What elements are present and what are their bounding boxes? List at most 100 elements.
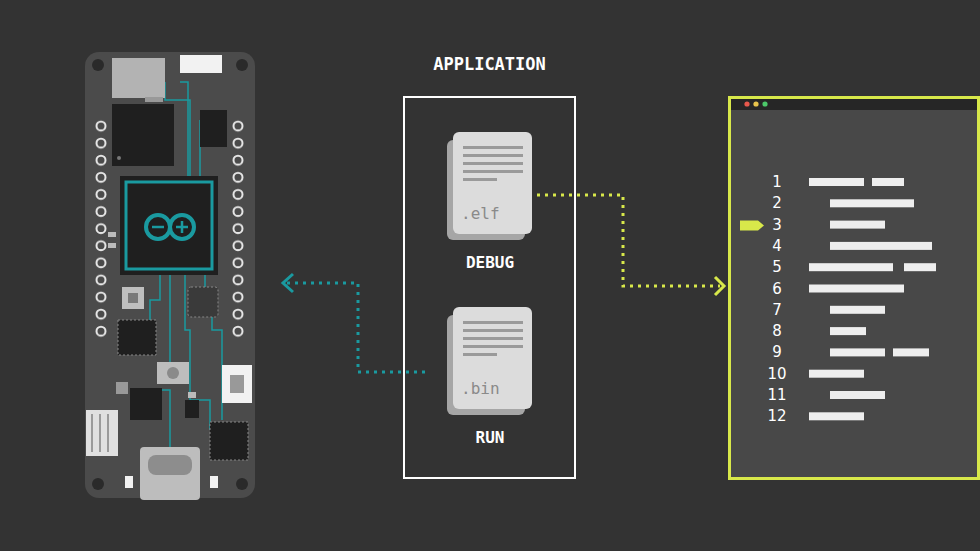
- code-bar: [830, 242, 932, 250]
- file-icon: .binRUN: [447, 307, 533, 447]
- board-circle: [236, 478, 248, 490]
- board-circle: [167, 367, 179, 379]
- text-line: [463, 345, 523, 348]
- line-number: 9: [762, 343, 792, 361]
- text-line: [463, 321, 523, 324]
- code-bar: [830, 391, 885, 399]
- board-rect: [210, 422, 248, 460]
- code-bar: [830, 348, 885, 356]
- line-number: 8: [762, 322, 792, 340]
- board-rect: [230, 118, 246, 340]
- board-path: [283, 274, 293, 292]
- file-label: RUN: [447, 428, 533, 447]
- connector: [537, 195, 724, 295]
- board-rect: [108, 232, 116, 237]
- board-circle: [92, 478, 104, 490]
- code-bar: [893, 348, 929, 356]
- line-number: 7: [762, 301, 792, 319]
- line-number: 5: [762, 258, 792, 276]
- group-heading: APPLICATION: [403, 54, 576, 74]
- board-rect: [140, 447, 200, 500]
- text-line: [463, 162, 523, 165]
- board-rect: [230, 375, 244, 393]
- board-rect: [126, 182, 212, 269]
- board-rect: [86, 410, 118, 456]
- code-bar: [809, 263, 893, 271]
- text-line: [463, 146, 523, 149]
- front-sheet: [453, 132, 532, 234]
- board-rect: [128, 293, 138, 303]
- code-bar: [872, 178, 904, 186]
- text-line: [463, 170, 523, 173]
- board-rect: [93, 118, 109, 340]
- board-rect: [120, 176, 218, 275]
- file-extension: .bin: [461, 379, 500, 398]
- board-path: [150, 275, 160, 320]
- close-dot: [744, 101, 749, 106]
- title-bar: [731, 99, 977, 110]
- line-number: 6: [762, 280, 792, 298]
- board-rect: [85, 52, 255, 498]
- code-bar: [809, 285, 904, 293]
- board-rect: [210, 476, 218, 488]
- board-circle: [236, 59, 248, 71]
- board-rect: [130, 388, 162, 420]
- file-icon: .elfDEBUG: [447, 132, 533, 272]
- board-rect: [108, 243, 116, 248]
- board-rect: [112, 104, 174, 166]
- editor-window: 123456789101112: [728, 96, 980, 480]
- board-path: [204, 275, 206, 287]
- code-bar: [809, 412, 864, 420]
- board-circle: [117, 156, 121, 160]
- code-bar: [830, 199, 914, 207]
- code-bar: [830, 306, 885, 314]
- text-line: [463, 178, 497, 181]
- board-circle: [146, 215, 170, 239]
- board-circle: [92, 59, 104, 71]
- board-path: [152, 226, 164, 229]
- file-sheet: [447, 307, 533, 417]
- board-rect: [148, 455, 192, 475]
- max-dot: [762, 101, 767, 106]
- board-rect: [185, 400, 199, 418]
- board-rect: [145, 97, 163, 102]
- line-number: 3: [762, 216, 792, 234]
- board-rect: [157, 362, 189, 384]
- file-sheet: [447, 132, 533, 242]
- arrow-head: [715, 277, 724, 295]
- board-rect: [118, 320, 156, 355]
- text-line: [463, 154, 523, 157]
- text-line: [463, 337, 523, 340]
- board-circle: [170, 215, 194, 239]
- board-g: [146, 215, 194, 239]
- min-dot: [753, 101, 758, 106]
- code-bar: [830, 221, 885, 229]
- board-path: [169, 275, 171, 362]
- connector-line: [537, 195, 720, 286]
- code-bar: [809, 370, 864, 378]
- board-g: [92, 414, 108, 452]
- board-rect: [188, 287, 218, 317]
- line-number: 4: [762, 237, 792, 255]
- current-line-marker: [740, 221, 764, 231]
- board-rect: [122, 287, 144, 309]
- board-path: [180, 82, 188, 176]
- board-rect: [116, 382, 128, 394]
- board-rect: [188, 392, 196, 398]
- board-rect: [125, 476, 133, 488]
- line-number: 11: [762, 386, 792, 404]
- code-bar: [809, 178, 864, 186]
- line-number: 2: [762, 194, 792, 212]
- board-rect: [200, 110, 227, 147]
- board-rect: [180, 55, 222, 73]
- board-rect: [112, 58, 165, 98]
- line-number: 10: [762, 365, 792, 383]
- line-number: 1: [762, 173, 792, 191]
- front-sheet: [453, 307, 532, 409]
- code-bar: [830, 327, 866, 335]
- board-path: [92, 414, 108, 452]
- file-label: DEBUG: [447, 253, 533, 272]
- text-line: [463, 353, 497, 356]
- application-group: APPLICATION .elfDEBUG .binRUN: [403, 50, 576, 479]
- text-line: [463, 329, 523, 332]
